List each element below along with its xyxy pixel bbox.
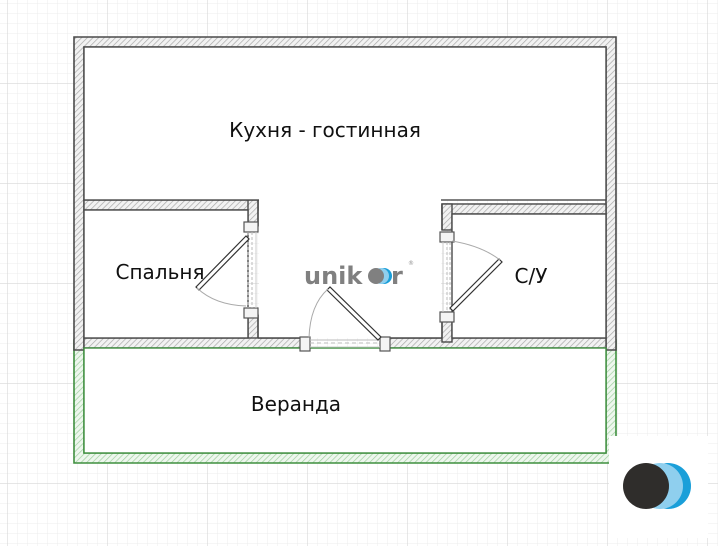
interior-walls	[83, 46, 607, 454]
watermark-text-right: r	[391, 262, 403, 290]
bedroom-door	[195, 221, 259, 319]
room-label-bedroom: Спальня	[116, 260, 205, 284]
room-label-veranda: Веранда	[251, 392, 341, 416]
registered-mark: ®	[408, 260, 414, 267]
unikoor-watermark: unik r ®	[304, 260, 414, 290]
room-label-bathroom: С/У	[515, 264, 548, 288]
room-label-kitchen: Кухня - гостинная	[229, 118, 421, 142]
watermark-text-left: unik	[304, 262, 363, 290]
brand-logo-card	[609, 436, 708, 538]
entrance-door	[299, 286, 391, 352]
bathroom-door	[439, 231, 503, 323]
watermark-double-o-icon	[368, 268, 392, 284]
brand-circles-icon	[623, 463, 691, 509]
